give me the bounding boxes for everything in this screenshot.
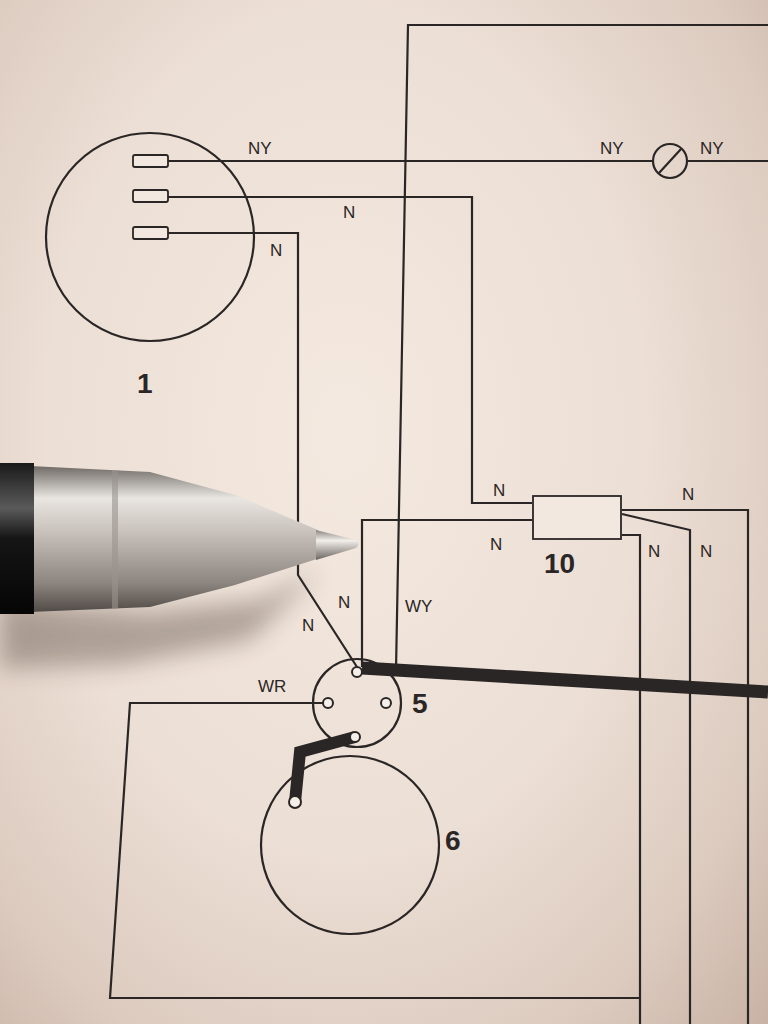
wire-color-code: NY	[600, 140, 624, 157]
wire	[362, 520, 532, 667]
wire-color-code: NY	[248, 140, 272, 157]
wire-color-code: N	[338, 594, 350, 611]
wy-wire	[396, 25, 768, 670]
thick-cable	[362, 668, 768, 692]
terminal-dot	[381, 698, 391, 708]
terminal-dot	[352, 667, 362, 677]
lamp-symbol	[653, 144, 687, 178]
n-wire	[622, 510, 748, 1024]
ny-wire	[168, 160, 653, 162]
switch-circle: 5	[312, 658, 437, 750]
wr-wire	[110, 703, 640, 998]
terminal-tab	[133, 155, 168, 167]
pen-body	[30, 466, 320, 612]
ny-wire	[687, 160, 768, 162]
terminal-dot	[350, 732, 360, 742]
n-wire	[622, 514, 690, 1024]
wire-color-code: N	[343, 204, 355, 221]
node-outline	[45, 130, 257, 405]
callout-number: 1	[137, 370, 153, 398]
wire-color-code: N	[682, 486, 694, 503]
component-outline	[46, 133, 254, 341]
connector-outline	[533, 496, 621, 539]
wire-color-code: N	[270, 242, 282, 259]
terminal-tab	[133, 190, 168, 202]
motor-outline	[261, 756, 439, 934]
wire-color-code: N	[302, 617, 314, 634]
wire-color-code: WY	[405, 598, 432, 615]
switch-outline	[313, 659, 401, 747]
terminal-dot	[323, 698, 333, 708]
wire	[168, 197, 532, 503]
wire-color-code: N	[490, 536, 502, 553]
wire-color-code: NY	[700, 140, 724, 157]
wire-color-code: N	[493, 482, 505, 499]
callout-number: 6	[445, 827, 461, 855]
pen-ridge	[112, 470, 118, 609]
connector-block: 10	[532, 495, 624, 590]
callout-number: 10	[544, 550, 575, 578]
callout-number: 5	[412, 690, 428, 718]
component-circle: 1	[45, 130, 257, 405]
terminal-dot	[289, 796, 301, 808]
pen-tip	[316, 530, 359, 560]
terminal-tab	[133, 227, 168, 239]
pen-grip	[0, 463, 34, 614]
wire-color-code: WR	[258, 678, 286, 695]
wire-color-code: N	[648, 543, 660, 560]
motor-circle: 6	[260, 755, 480, 937]
wire-color-code: N	[700, 543, 712, 560]
n-wire	[622, 535, 640, 1024]
lamp-filament	[659, 149, 681, 173]
